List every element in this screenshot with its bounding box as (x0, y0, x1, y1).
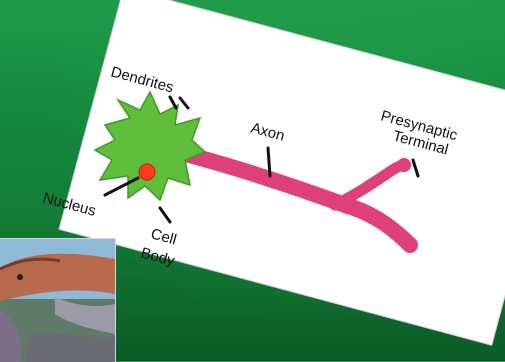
dinosaur-photo (0, 238, 116, 362)
nucleus (139, 164, 155, 180)
